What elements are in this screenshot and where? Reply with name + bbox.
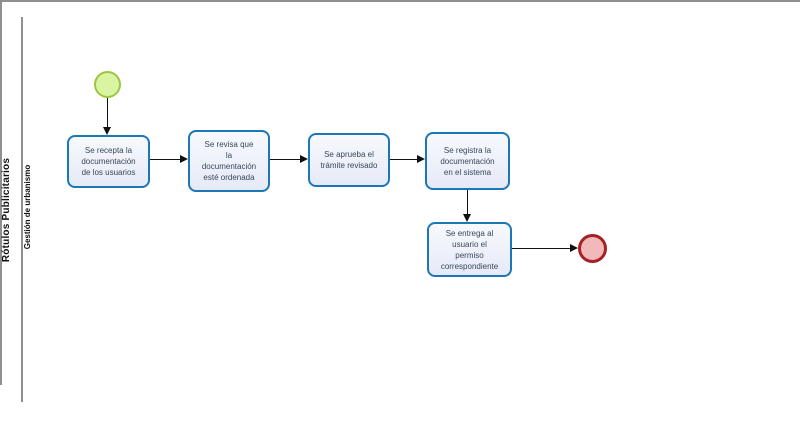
arrowhead-right-icon (570, 244, 578, 252)
sequence-flow-task2-to-task3 (270, 159, 301, 161)
arrowhead-right-icon (300, 155, 308, 163)
task-recepta-documentacion: Se recepta la documentación de los usuar… (67, 135, 150, 188)
task-aprueba-tramite: Se aprueba el trámite revisado (308, 133, 390, 187)
start-event-circle (94, 71, 121, 98)
sequence-flow-task5-to-end (512, 248, 571, 250)
pool-left-border (0, 0, 2, 385)
pool-lane-divider (21, 17, 23, 402)
sequence-flow-task4-to-task5 (467, 190, 469, 215)
task-entrega-permiso: Se entrega al usuario el permiso corresp… (427, 222, 512, 277)
pool-label: Rótulos Publicitarios (1, 157, 12, 263)
arrowhead-right-icon (180, 155, 188, 163)
sequence-flow-task3-to-task4 (390, 159, 418, 161)
arrowhead-down-icon (463, 214, 471, 222)
pool-bottom-border (0, 0, 800, 2)
end-event-circle (578, 234, 607, 263)
arrowhead-right-icon (417, 155, 425, 163)
arrowhead-down-icon (103, 127, 111, 135)
task-registra-documentacion: Se registra la documentación en el siste… (425, 132, 510, 190)
sequence-flow-task1-to-task2 (150, 159, 181, 161)
lane-label: Gestión de urbanismo (23, 164, 32, 250)
task-revisa-documentacion: Se revisa que la documentación esté orde… (188, 130, 270, 192)
sequence-flow-start-to-task1 (107, 98, 109, 128)
